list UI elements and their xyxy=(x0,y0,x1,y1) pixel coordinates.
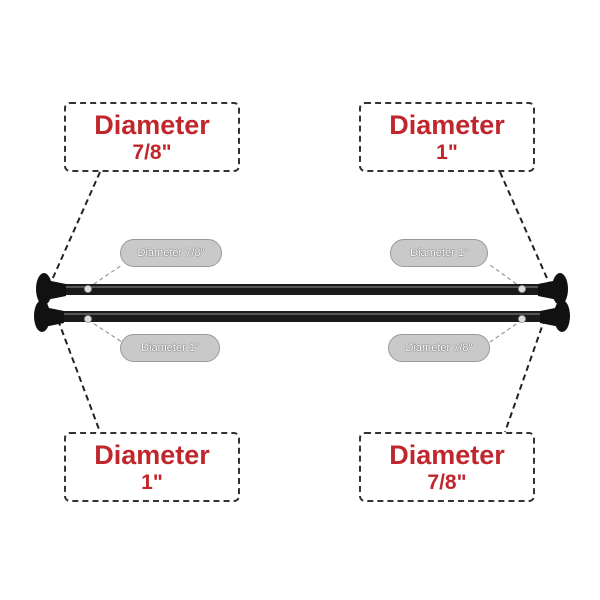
leader-line-bottom-right xyxy=(504,317,546,433)
callout-value: 1" xyxy=(436,141,458,164)
callout-bottom-left: Diameter 1" xyxy=(64,432,240,502)
tag-lower-left: Diameter 1" xyxy=(120,334,220,362)
leader-line-top-right xyxy=(499,171,551,286)
tag-upper-right: Diameter 1" xyxy=(390,239,488,267)
upper-rod xyxy=(40,284,560,295)
leader-line-bottom-left xyxy=(57,319,101,433)
callout-bottom-right: Diameter 7/8" xyxy=(359,432,535,502)
end-caps xyxy=(34,273,570,332)
callout-top-left: Diameter 7/8" xyxy=(64,102,240,172)
callout-value: 7/8" xyxy=(132,141,172,164)
callout-top-right: Diameter 1" xyxy=(359,102,535,172)
leader-line-top-left xyxy=(51,171,101,281)
tag-upper-left: Diameter 7/8" xyxy=(120,239,222,267)
callout-label: Diameter xyxy=(389,440,505,470)
lower-rod xyxy=(40,311,560,322)
tag-lower-right: Diameter 7/8" xyxy=(388,334,490,362)
callout-value: 1" xyxy=(141,471,163,494)
callout-label: Diameter xyxy=(389,110,505,140)
callout-label: Diameter xyxy=(94,440,210,470)
callout-label: Diameter xyxy=(94,110,210,140)
callout-value: 7/8" xyxy=(427,471,467,494)
